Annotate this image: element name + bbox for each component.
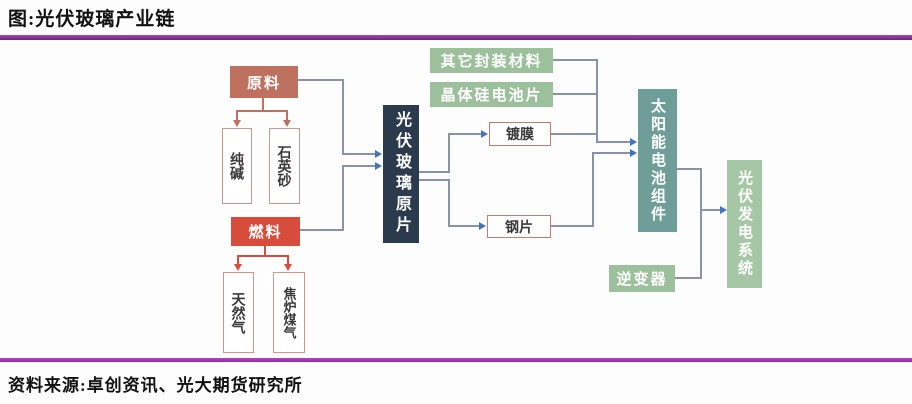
node-fuel: 燃料 (231, 217, 300, 246)
arrow-right-icon (630, 149, 637, 157)
node-label: 太阳能电池组件 (649, 97, 666, 224)
node-label: 石英砂 (276, 145, 293, 187)
node-label: 天然气 (230, 291, 247, 334)
source-note: 资料来源:卓创资讯、光大期货研究所 (8, 376, 303, 395)
connector-line (342, 165, 375, 167)
bottom-divider (0, 358, 912, 362)
node-crystalline-silicon-cell: 晶体硅电池片 (430, 82, 553, 107)
node-label: 其它封装材料 (440, 53, 543, 70)
node-natural-gas: 天然气 (223, 272, 254, 353)
arrow-right-icon (375, 150, 382, 158)
node-solar-module: 太阳能电池组件 (638, 89, 677, 232)
connector-line (675, 277, 702, 279)
connector-line (551, 225, 593, 227)
connector-line (553, 59, 598, 61)
connector-line (419, 171, 450, 173)
connector-line (237, 255, 289, 257)
node-label: 钢片 (505, 218, 533, 235)
connector-line (448, 179, 450, 227)
connector-line (262, 98, 264, 111)
node-soda-ash: 纯碱 (222, 128, 252, 204)
connector-line (342, 153, 375, 155)
node-label: 光伏玻璃原片 (393, 111, 410, 237)
node-label: 原料 (246, 74, 281, 92)
figure-title: 图:光伏玻璃产业链 (8, 9, 176, 30)
arrow-right-icon (375, 162, 382, 170)
node-label: 燃料 (248, 224, 283, 241)
connector-line (448, 225, 479, 227)
node-coating: 镀膜 (489, 122, 551, 146)
arrow-right-icon (720, 206, 727, 214)
arrow-down-icon (234, 264, 242, 271)
node-label: 逆变器 (616, 271, 668, 288)
connector-line (551, 133, 598, 135)
connector-line (342, 165, 344, 231)
connector-line (553, 93, 598, 95)
connector-line (236, 110, 238, 120)
connector-line (264, 246, 266, 256)
connector-line (298, 79, 344, 81)
node-steel-sheet: 钢片 (487, 215, 551, 238)
node-coke-oven-gas: 焦炉煤气 (273, 272, 305, 353)
connector-line (342, 79, 344, 155)
arrow-down-icon (284, 264, 292, 271)
connector-line (596, 59, 598, 143)
arrow-right-icon (481, 130, 488, 138)
connector-line (300, 229, 344, 231)
node-label: 晶体硅电池片 (440, 87, 543, 104)
connector-line (419, 179, 450, 181)
connector-line (448, 133, 450, 173)
connector-line (448, 133, 481, 135)
node-raw-material: 原料 (230, 66, 298, 98)
connector-line (287, 255, 289, 264)
arrow-down-icon (233, 120, 241, 127)
node-pv-glass-sheet: 光伏玻璃原片 (383, 105, 419, 243)
node-other-encapsulation: 其它封装材料 (430, 48, 553, 73)
connector-line (596, 141, 630, 143)
connector-line (237, 255, 239, 264)
connector-line (592, 152, 594, 227)
connector-line (592, 152, 630, 154)
node-inverter: 逆变器 (609, 265, 675, 292)
connector-line (286, 110, 288, 120)
arrow-right-icon (630, 138, 637, 146)
node-pv-power-system: 光伏发电系统 (727, 160, 762, 288)
node-label: 纯碱 (229, 152, 245, 180)
node-label: 镀膜 (506, 126, 534, 142)
connector-line (700, 168, 702, 279)
node-label: 焦炉煤气 (281, 286, 297, 339)
arrow-right-icon (479, 222, 486, 230)
node-quartz-sand: 石英砂 (269, 128, 300, 204)
arrow-down-icon (283, 120, 291, 127)
connector-line (236, 110, 288, 112)
top-divider (0, 35, 912, 40)
connector-line (700, 209, 720, 211)
connector-line (677, 168, 702, 170)
node-label: 光伏发电系统 (736, 170, 753, 278)
